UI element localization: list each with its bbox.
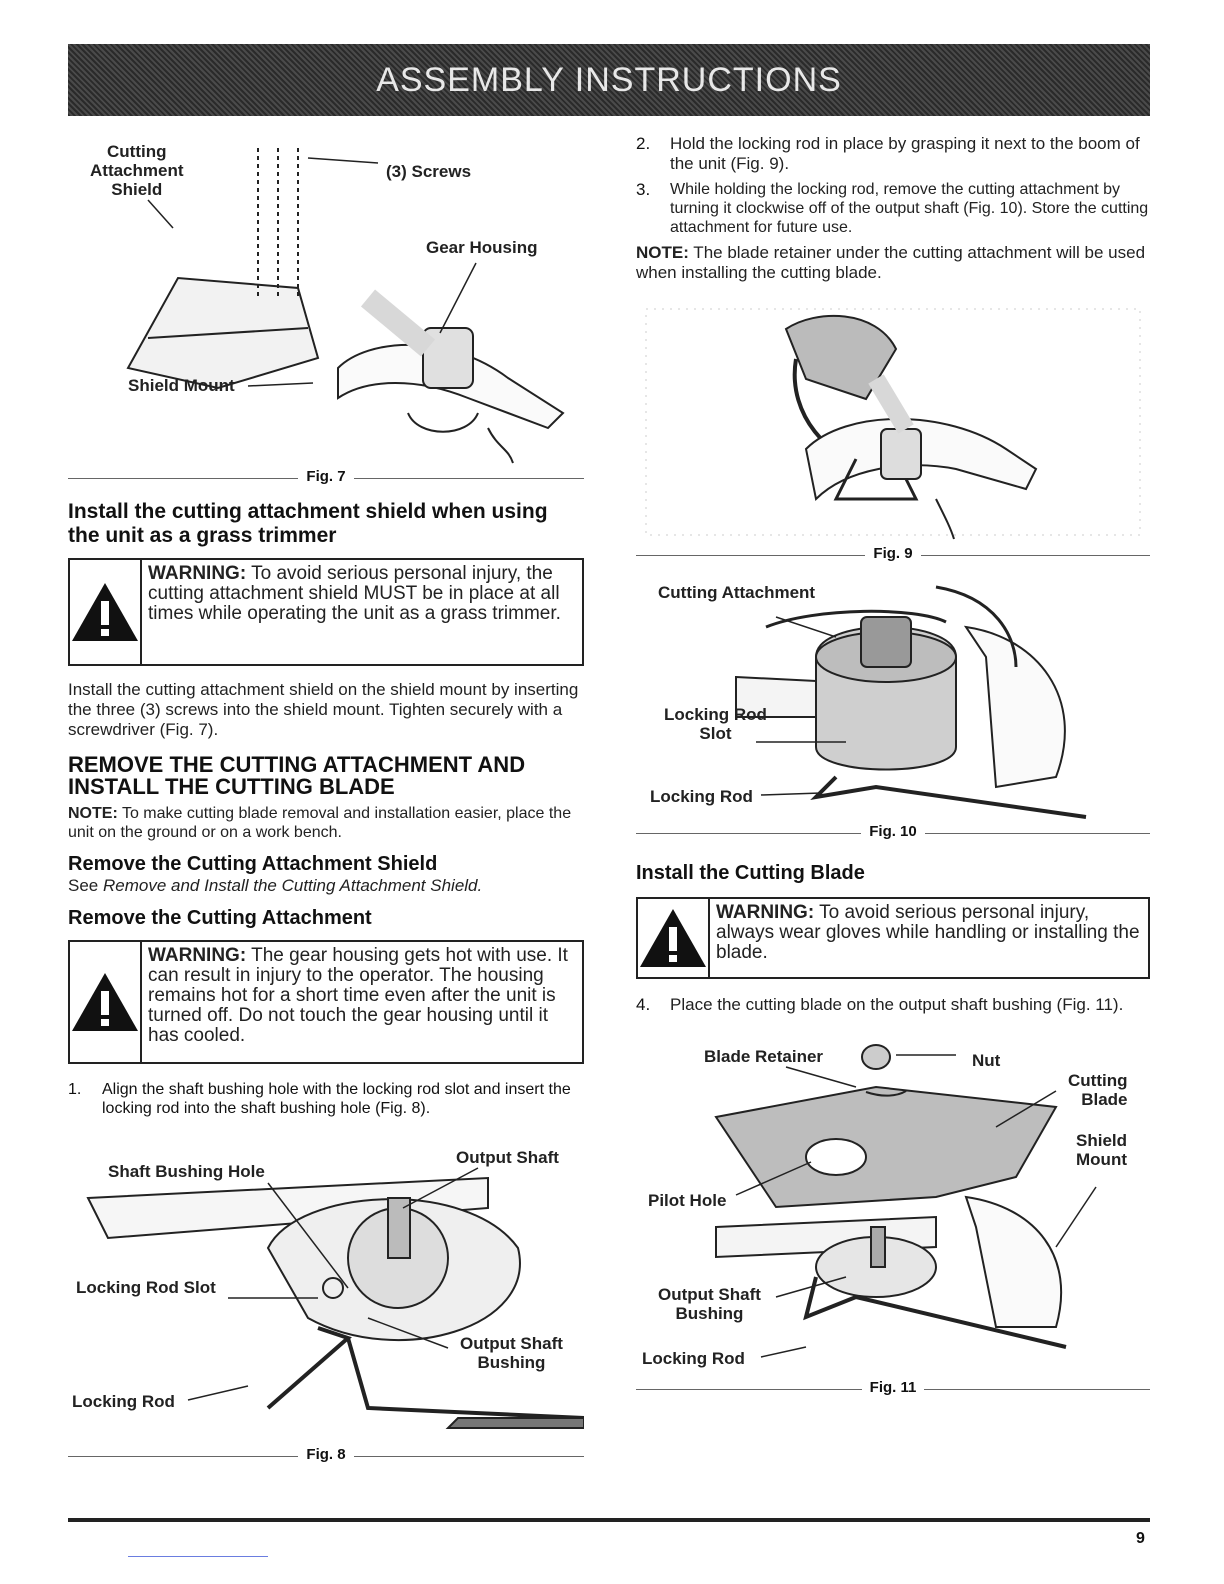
warning-icon (70, 942, 142, 1062)
fig11-leader-bushing (775, 1276, 847, 1298)
remove-heading: REMOVE THE CUTTING ATTACHMENT AND INSTAL… (68, 752, 526, 799)
fig11-caption: Fig. 11 (636, 1379, 1150, 1401)
fig8-label-hole: Shaft Bushing Hole (108, 1162, 265, 1181)
fig8-label-bushing: Output Shaft Bushing (460, 1334, 563, 1372)
fig11-leader-pilot (735, 1161, 812, 1196)
fig11-label-rod: Locking Rod (642, 1349, 745, 1368)
install-blade-heading: Install the Cutting Blade (636, 862, 865, 884)
fig11-leader-rod (760, 1346, 807, 1358)
section-banner: ASSEMBLY INSTRUCTIONS (68, 44, 1150, 116)
remove-attachment-subheading: Remove the Cutting Attachment (68, 907, 372, 929)
shield-heading: Install the cutting attachment shield wh… (68, 500, 548, 547)
fig7-label-shield: Cutting Attachment Shield (90, 142, 184, 199)
fig8-leader-rod (187, 1385, 249, 1401)
fig11-leader-mount (1055, 1186, 1097, 1248)
fig10-label-slot: Locking Rod Slot (664, 705, 767, 743)
figure-7: Cutting Attachment Shield (3) Screws Gea… (68, 128, 584, 468)
warning-icon (70, 560, 142, 664)
fig7-illustration (126, 148, 565, 464)
fig10-caption: Fig. 10 (636, 823, 1150, 845)
fig7-leader-shield (147, 199, 174, 229)
fig11-leader-retainer (785, 1066, 857, 1088)
fig8-leader-bushing (367, 1317, 449, 1349)
fig10-label-rod: Locking Rod (650, 787, 753, 806)
banner-title: ASSEMBLY INSTRUCTIONS (376, 60, 842, 99)
fig10-leader-rod (760, 792, 822, 796)
fig8-leader-hole (267, 1182, 349, 1289)
shield-warning-text: WARNING: To avoid serious personal injur… (148, 563, 561, 624)
page-number: 9 (1136, 1530, 1145, 1547)
hot-warning-text: WARNING: The gear housing gets hot with … (148, 945, 568, 1046)
fig9-caption: Fig. 9 (636, 545, 1150, 567)
fig8-illustration (86, 1167, 584, 1429)
fig7-leader-mount (247, 382, 314, 387)
fig7-leader-gear (439, 262, 477, 334)
fig8-label-rod: Locking Rod (72, 1392, 175, 1411)
remove-shield-ref: See Remove and Install the Cutting Attac… (68, 876, 483, 895)
shield-warning-box: WARNING: To avoid serious personal injur… (68, 558, 584, 666)
fig7-label-screws: (3) Screws (386, 162, 472, 181)
fig11-label-blade: Cutting Blade (1068, 1071, 1128, 1109)
fig10-leader-attach (775, 616, 837, 638)
fig11-label-nut: Nut (972, 1051, 1001, 1070)
remove-note: NOTE: To make cutting blade removal and … (68, 805, 572, 841)
fig7-label-mount: Shield Mount (128, 376, 235, 395)
fig8-leader-shaft (402, 1167, 479, 1209)
right-column: 2. Hold the locking rod in place by gras… (636, 134, 1150, 1401)
fig7-leader-screws (307, 157, 379, 164)
step-2: 2. Hold the locking rod in place by gras… (636, 134, 1140, 173)
footer-rule (68, 1518, 1150, 1522)
fig8-caption: Fig. 8 (68, 1446, 584, 1468)
step-1: 1. Align the shaft bushing hole with the… (68, 1081, 571, 1117)
footer-link-underline (128, 1556, 268, 1557)
figure-10: Cutting Attachment Locking Rod Slot Lock… (636, 577, 1150, 823)
fig11-label-retainer: Blade Retainer (704, 1047, 824, 1066)
hot-warning-box: WARNING: The gear housing gets hot with … (68, 940, 584, 1064)
fig10-label-attach: Cutting Attachment (658, 583, 816, 602)
blade-warning-box: WARNING: To avoid serious personal injur… (636, 897, 1150, 979)
fig8-label-shaft: Output Shaft (456, 1148, 559, 1167)
fig9-illustration (645, 308, 1141, 540)
fig11-label-bushing: Output Shaft Bushing (658, 1285, 761, 1323)
step-3: 3. While holding the locking rod, remove… (636, 180, 1149, 236)
figure-8: Shaft Bushing Hole Output Shaft Locking … (68, 1128, 584, 1446)
left-column: Cutting Attachment Shield (3) Screws Gea… (68, 128, 584, 1468)
warning-icon (638, 899, 710, 977)
remove-shield-subheading: Remove the Cutting Attachment Shield (68, 853, 438, 875)
fig7-caption: Fig. 7 (68, 468, 584, 490)
step-4: 4. Place the cutting blade on the output… (636, 995, 1124, 1014)
fig8-label-slot: Locking Rod Slot (76, 1278, 216, 1297)
retainer-note: NOTE: The blade retainer under the cutti… (636, 243, 1146, 282)
blade-warning-text: WARNING: To avoid serious personal injur… (716, 902, 1140, 963)
figure-9 (636, 299, 1150, 545)
shield-body: Install the cutting attachment shield on… (68, 680, 579, 739)
fig11-label-mount: Shield Mount (1076, 1131, 1128, 1169)
fig11-illustration (714, 1044, 1097, 1358)
fig11-leader-blade (995, 1090, 1057, 1128)
fig11-label-pilot: Pilot Hole (648, 1191, 727, 1210)
fig10-illustration (735, 585, 1087, 819)
fig7-label-gear: Gear Housing (426, 238, 538, 257)
figure-11: Blade Retainer Nut Cutting Blade Shield … (636, 1027, 1150, 1379)
